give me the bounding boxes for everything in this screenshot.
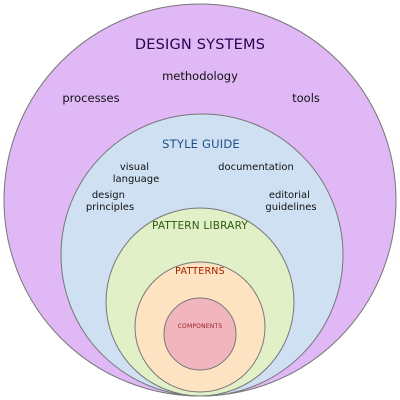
label-documentation-line-1: documentation (218, 162, 294, 173)
label-visual-language: visual language (113, 162, 160, 185)
design-systems-title: DESIGN SYSTEMS (135, 37, 265, 53)
label-visual-language-line-1: visual (120, 162, 149, 173)
label-editorial-guidelines: editorial guidelines (265, 190, 316, 213)
label-visual-language-line-2: language (113, 174, 160, 185)
label-design-principles-line-1: design (92, 190, 125, 201)
label-editorial-guidelines-line-2: guidelines (265, 202, 316, 213)
style-guide-title: STYLE GUIDE (162, 137, 240, 151)
label-methodology: methodology (162, 69, 238, 83)
label-design-principles: design principles (86, 190, 134, 213)
components-circle (163, 297, 237, 371)
label-editorial-guidelines-line-1: editorial (269, 190, 310, 201)
components-title: COMPONENTS (178, 323, 223, 330)
pattern-library-title: PATTERN LIBRARY (152, 220, 248, 232)
label-tools: tools (292, 91, 320, 105)
label-design-principles-line-2: principles (86, 202, 134, 213)
label-documentation: documentation (218, 162, 294, 173)
patterns-title: PATTERNS (175, 266, 225, 277)
label-processes: processes (62, 91, 119, 105)
